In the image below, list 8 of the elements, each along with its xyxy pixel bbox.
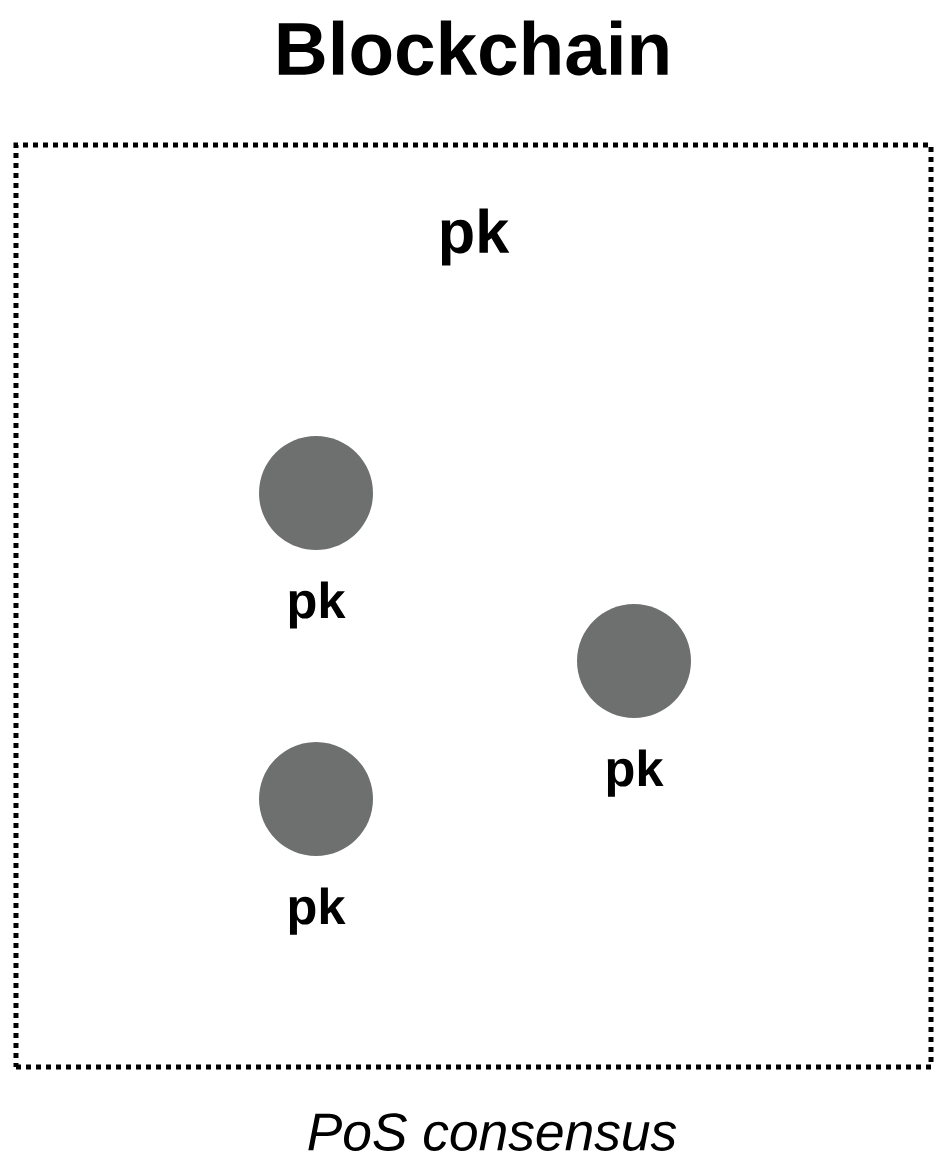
dot-label: pk [607, 749, 664, 797]
dot-label: pk [289, 581, 346, 629]
dot [259, 742, 373, 856]
dot-label: pk [289, 887, 346, 935]
title: Blockchain [278, 20, 668, 76]
dot [259, 436, 373, 550]
dot [577, 604, 691, 718]
caption: PoS consensus [308, 1113, 677, 1151]
